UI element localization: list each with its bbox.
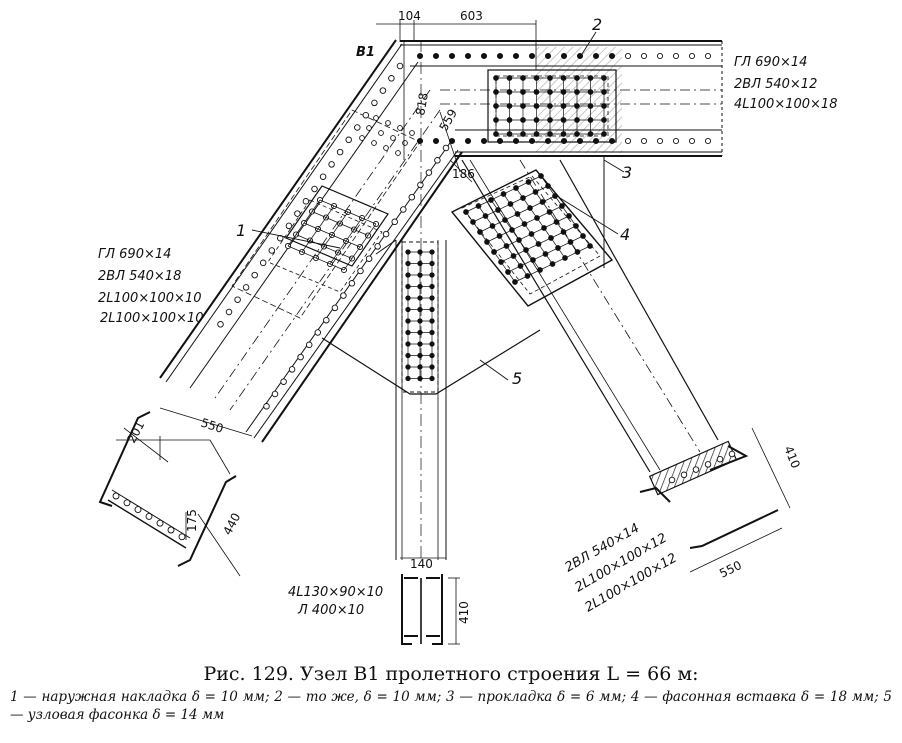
figure-caption: Рис. 129. Узел В1 пролетного строения L … [0,662,902,724]
left-chord-section [98,411,237,567]
node-label: В1 [356,45,375,60]
caption-title: Рис. 129. Узел В1 пролетного строения L … [203,663,699,685]
dim-bottom-410: 410 [457,601,471,624]
dimension-lines [123,20,791,645]
vertical-post-section [401,574,443,645]
top-chord-label-1: ГЛ 690×14 [734,55,807,70]
left-chord-label-3: 2L100×100×10 [98,291,201,306]
top-chord-rivets [416,52,712,145]
top-chord-label-3: 4L100×100×18 [734,97,837,112]
callout-leaders [251,31,625,381]
gusset-lower-edge [375,239,397,255]
callout-3: 3 [622,163,632,182]
left-chord-label-1: ГЛ 690×14 [98,247,171,262]
dim-left-440: 440 [220,511,243,538]
post-label-2: Л 400×10 [297,603,364,618]
right-diagonal [450,156,719,473]
top-chord-label-2: 2ВЛ 540×12 [734,77,817,92]
left-section-rivet-row [112,492,186,541]
dim-right-410: 410 [781,444,803,470]
left-chord [159,39,463,443]
left-chord-rivet-grid [284,115,415,274]
callout-4: 4 [620,225,630,244]
dim-diag-b: 559 [436,107,460,134]
dim-left-175: 175 [185,509,199,532]
callout-1: 1 [236,221,246,240]
left-chord-rivets [217,62,450,410]
dim-diag-c: 186 [452,167,475,181]
dim-top-left: 104 [398,9,421,23]
dim-left-550: 550 [199,416,225,436]
vertical-post-rivet-grid [405,249,435,382]
caption-legend: 1 — наружная накладка δ = 10 мм; 2 — то … [10,689,892,723]
right-diagonal-bolt-grid [463,173,593,285]
left-chord-label-4: 2L100×100×10 [100,311,203,326]
left-chord-label-2: 2ВЛ 540×18 [98,269,181,284]
dim-bottom-140: 140 [410,557,433,571]
top-chord-rivet-grid [493,75,607,137]
post-label-1: 4L130×90×10 [288,585,383,600]
right-section-rivet-row [668,450,736,484]
dim-diag-a: 818 [413,92,431,117]
top-chord [400,40,723,157]
dim-right-550: 550 [717,558,744,581]
dim-left-201: 201 [124,419,147,446]
truss-node-drawing: В1 104 603 818 559 186 550 201 175 440 1… [98,9,837,645]
callout-2: 2 [592,15,602,34]
dim-top-right: 603 [460,9,483,23]
callout-5: 5 [512,369,522,388]
node-gusset-outline [321,329,541,395]
